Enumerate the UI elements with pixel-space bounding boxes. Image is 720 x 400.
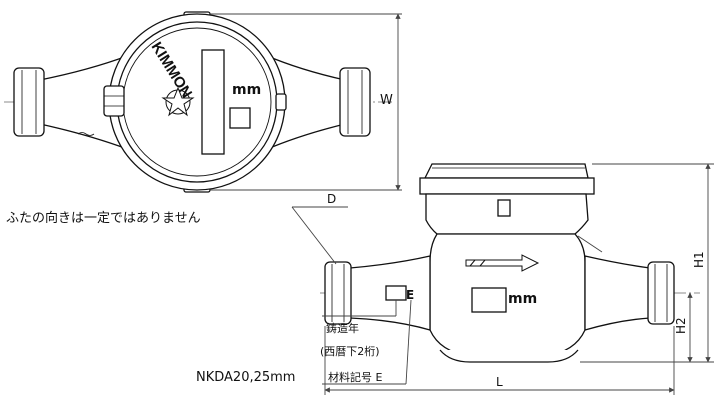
front-unit-label: mm [508, 291, 537, 307]
top-end-nut-left [13, 67, 45, 137]
front-end-nut-right [647, 261, 675, 325]
front-display-window [471, 287, 507, 313]
height1-label: H1 [692, 251, 706, 268]
top-small-window [229, 107, 251, 129]
diameter-leader [291, 206, 348, 265]
top-view [4, 11, 392, 193]
front-lid [423, 163, 589, 179]
height2-label: H2 [674, 317, 688, 334]
top-inner-ring [122, 27, 272, 177]
length-dimension [324, 326, 675, 395]
top-end-nut-right [339, 67, 371, 137]
flow-arrow-icon [465, 254, 540, 272]
cast-year-note: 鋳造年 [326, 322, 359, 335]
top-knob [275, 93, 287, 111]
cover-orientation-note: ふたの向きは一定ではありません [6, 211, 201, 226]
model-note: NKDA20,25mm [196, 370, 296, 385]
front-body-base [439, 349, 579, 363]
note-leaders [322, 299, 412, 385]
width-dim-label: W [380, 93, 393, 108]
top-counter-window [201, 49, 225, 155]
diameter-label: D [327, 192, 336, 206]
front-body-tab [497, 199, 511, 217]
cast-year-detail-note: (西暦下2桁) [320, 345, 380, 358]
star-logo-icon [161, 86, 195, 117]
top-unit-label: mm [232, 82, 261, 98]
top-hinge [103, 85, 125, 117]
material-letter: E [406, 288, 414, 302]
height-dimensions [577, 163, 714, 363]
material-code-note: 材料記号 E [328, 371, 383, 384]
width-dimension [210, 13, 402, 191]
front-cover-band [419, 177, 595, 195]
front-end-nut-left [324, 261, 352, 325]
cast-year-box [385, 285, 407, 301]
length-label: L [496, 375, 503, 389]
front-view [320, 163, 700, 363]
front-pipe-right [584, 255, 651, 331]
